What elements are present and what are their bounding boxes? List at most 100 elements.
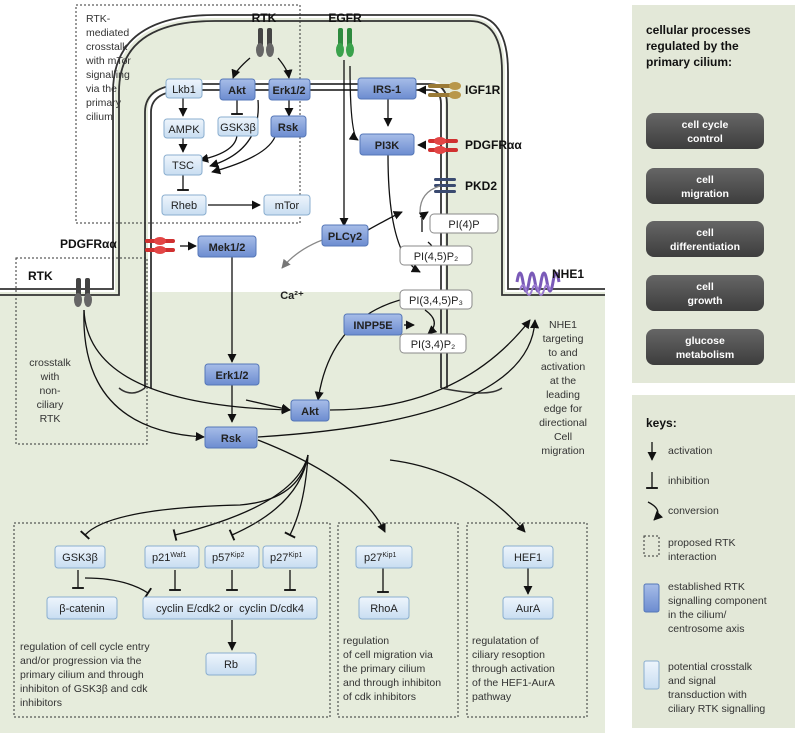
akt-cilium-node: Akt <box>219 78 256 101</box>
svg-text:PI(4,5)P₂: PI(4,5)P₂ <box>414 251 459 263</box>
nhe1-label: NHE1 <box>552 267 584 281</box>
pi45p2-node: PI(4,5)P₂ <box>399 245 473 266</box>
svg-text:INPP5E: INPP5E <box>353 320 392 332</box>
svg-text:Rsk: Rsk <box>221 433 242 445</box>
pdgfr-right-label: PDGFRαα <box>465 138 522 152</box>
basal-body-right <box>440 387 503 394</box>
svg-text:p21Waf1: p21Waf1 <box>152 552 187 564</box>
svg-text:ciliary RTK signalling: ciliary RTK signalling <box>668 703 765 715</box>
nhe1-note: NHE1 targeting to and activation at the … <box>539 319 587 457</box>
mtor-crosstalk-box <box>75 4 301 224</box>
irs1-node: IRS-1 <box>357 77 417 100</box>
svg-text:with: with <box>40 371 60 383</box>
process-glucose: glucose metabolism <box>646 329 764 365</box>
svg-text:migration: migration <box>681 188 729 200</box>
nonciliary-note: crosstalk with non- ciliary RTK <box>29 357 71 425</box>
calcium-label: Ca²⁺ <box>280 290 304 302</box>
svg-text:GSK3β: GSK3β <box>62 552 98 564</box>
basal-body-left <box>118 387 146 394</box>
svg-text:to and: to and <box>548 347 577 359</box>
key-established: established RTK signalling component in … <box>643 581 767 635</box>
svg-text:of cell migration via: of cell migration via <box>343 649 433 661</box>
svg-text:PI(3,4)P₂: PI(3,4)P₂ <box>411 339 456 351</box>
svg-text:TSC: TSC <box>172 160 194 172</box>
svg-text:Erk1/2: Erk1/2 <box>272 85 305 97</box>
keys-title: keys: <box>646 416 677 430</box>
mek-node: Mek1/2 <box>197 235 257 258</box>
svg-text:and/or progression via the: and/or progression via the <box>20 655 142 667</box>
svg-text:mTor: mTor <box>275 200 300 212</box>
igf1r-label: IGF1R <box>465 83 501 97</box>
key-conversion: conversion <box>647 501 719 521</box>
svg-text:RTK-: RTK- <box>86 13 111 25</box>
svg-text:Rb: Rb <box>224 659 238 671</box>
pi34p2-node: PI(3,4)P₂ <box>399 333 467 354</box>
cycle-cyclin-node: cyclin E/cdk2 or cyclin D/cdk4 <box>142 596 318 620</box>
akt-node: Akt <box>290 399 330 422</box>
svg-text:crosstalk: crosstalk <box>29 357 71 369</box>
nonciliary-crosstalk-box <box>15 257 148 445</box>
rheb-node: Rheb <box>161 194 207 216</box>
svg-text:β-catenin: β-catenin <box>59 603 104 615</box>
svg-text:transduction with: transduction with <box>668 689 747 701</box>
svg-text:pathway: pathway <box>472 691 512 703</box>
cycle-gsk3b-node: GSK3β <box>54 545 106 569</box>
pdgfr-left-label: PDGFRαα <box>60 237 117 251</box>
svg-text:cilium: cilium <box>86 111 113 123</box>
pi4p-to-pkd2-edge <box>419 185 441 213</box>
mtor-note: RTK- mediated crosstalk with mTor signal… <box>85 13 131 123</box>
svg-text:crosstalk: crosstalk <box>86 41 128 53</box>
svg-text:at the: at the <box>550 375 576 387</box>
svg-text:IRS-1: IRS-1 <box>373 84 401 96</box>
svg-text:conversion: conversion <box>668 505 719 517</box>
svg-text:p27Kip1: p27Kip1 <box>270 552 302 564</box>
svg-text:Erk1/2: Erk1/2 <box>215 370 248 382</box>
svg-text:mediated: mediated <box>86 27 129 39</box>
svg-text:signalling component: signalling component <box>668 595 767 607</box>
svg-text:cellular processes: cellular processes <box>646 23 751 37</box>
svg-text:and signal: and signal <box>668 675 716 687</box>
svg-text:metabolism: metabolism <box>676 349 734 361</box>
resorption-panel-box <box>466 522 588 718</box>
svg-text:signalling: signalling <box>86 69 130 81</box>
svg-text:targeting: targeting <box>543 333 584 345</box>
svg-text:proposed RTK: proposed RTK <box>668 537 736 549</box>
svg-text:AMPK: AMPK <box>168 124 200 136</box>
key-potential: potential crosstalk and signal transduct… <box>643 660 765 715</box>
erk-cilium-node: Erk1/2 <box>268 78 311 101</box>
svg-text:primary cilium and through: primary cilium and through <box>20 669 144 681</box>
svg-text:regulatation of: regulatation of <box>472 635 539 647</box>
svg-text:of cdk inhibitors: of cdk inhibitors <box>343 691 416 703</box>
svg-text:primary cilium:: primary cilium: <box>646 55 732 69</box>
rtk-top-label: RTK <box>252 11 277 25</box>
nhe1-transporter <box>515 271 561 296</box>
svg-text:and through inhibiton: and through inhibiton <box>343 677 441 689</box>
svg-text:cell: cell <box>696 227 714 239</box>
svg-text:of the HEF1-AurA: of the HEF1-AurA <box>472 677 555 689</box>
pi4p-node: PI(4)P <box>429 213 499 234</box>
svg-text:Akt: Akt <box>228 85 246 97</box>
igf1r-receptor <box>428 82 461 99</box>
svg-text:cell: cell <box>696 174 714 186</box>
pdgfr-left-receptor <box>145 237 175 254</box>
migration-rhoa-node: RhoA <box>358 596 410 620</box>
pkd2-label: PKD2 <box>465 179 497 193</box>
svg-text:growth: growth <box>688 295 723 307</box>
svg-text:inhibitors: inhibitors <box>20 697 62 709</box>
svg-text:interaction: interaction <box>668 551 717 563</box>
svg-text:cyclin E/cdk2 or cyclin D/cdk: cyclin E/cdk2 or cyclin D/cdk4 <box>156 603 304 615</box>
tsc-node: TSC <box>163 154 203 176</box>
svg-text:glucose: glucose <box>685 335 725 347</box>
svg-text:Mek1/2: Mek1/2 <box>209 242 246 254</box>
inpp5e-node: INPP5E <box>343 313 403 336</box>
pi3k-node: PI3K <box>359 133 415 156</box>
gsk3b-cilium-node: GSK3β <box>217 116 259 137</box>
egfr-label: EGFR <box>328 11 362 25</box>
svg-text:p57Kip2: p57Kip2 <box>212 552 244 564</box>
svg-text:ciliary resoption: ciliary resoption <box>472 649 545 661</box>
svg-text:PI(4)P: PI(4)P <box>448 219 479 231</box>
erk-node: Erk1/2 <box>204 363 260 386</box>
svg-text:through activation: through activation <box>472 663 555 675</box>
cycle-p27-node: p27Kip1 <box>262 545 318 569</box>
rtk-top-receptor <box>256 28 274 57</box>
